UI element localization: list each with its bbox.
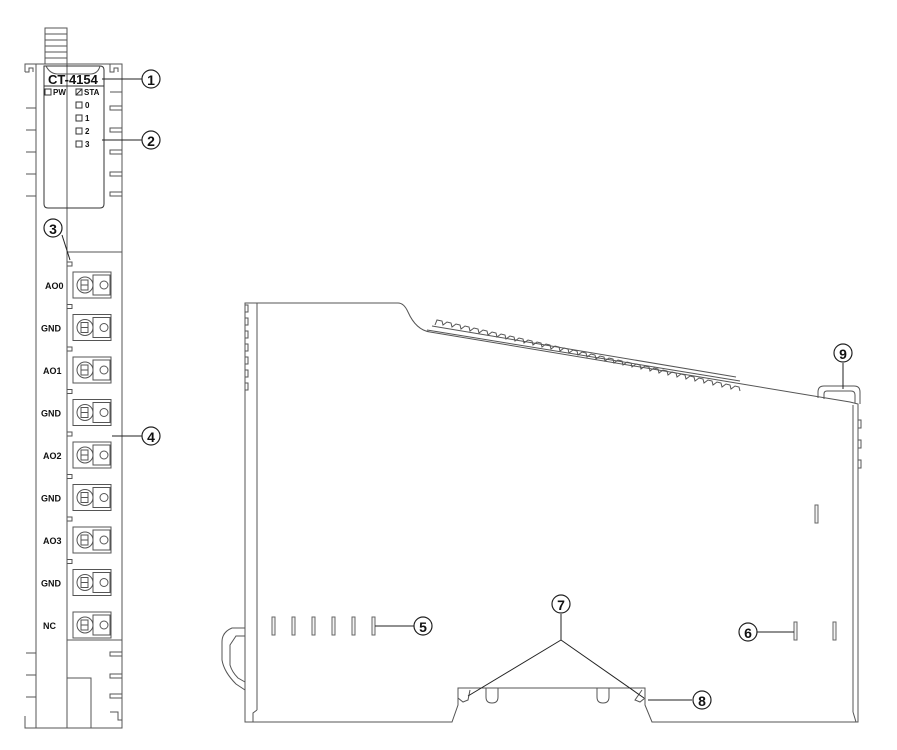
terminal-ao2[interactable]: AO2 bbox=[43, 431, 112, 469]
release-handle[interactable] bbox=[817, 385, 861, 404]
svg-text:8: 8 bbox=[698, 693, 706, 709]
terminal-ao1[interactable]: AO1 bbox=[43, 346, 112, 384]
led-3-indicator bbox=[75, 140, 83, 148]
svg-text:7: 7 bbox=[557, 597, 565, 613]
right-side-contacts bbox=[109, 91, 123, 721]
terminal-gnd-1[interactable]: GND bbox=[41, 389, 112, 426]
cooling-fins bbox=[426, 319, 741, 392]
terminal-nc[interactable]: NC bbox=[43, 611, 112, 639]
terminal-ao0[interactable]: AO0 bbox=[45, 261, 112, 299]
svg-text:6: 6 bbox=[744, 625, 752, 641]
callout-7: 7 bbox=[551, 594, 571, 614]
terminal-blocks: AO0 GND AO1 bbox=[41, 261, 112, 639]
terminal-ao3[interactable]: AO3 bbox=[43, 516, 112, 554]
terminal-label: AO3 bbox=[43, 536, 62, 546]
led-label-sta: STA bbox=[84, 88, 100, 97]
led-label-3: 3 bbox=[85, 140, 90, 149]
led-pw-indicator bbox=[44, 88, 52, 96]
left-side-pins bbox=[24, 107, 36, 729]
svg-text:2: 2 bbox=[147, 133, 155, 149]
led-label-0: 0 bbox=[85, 101, 90, 110]
svg-text:3: 3 bbox=[49, 221, 57, 237]
callout-4: 4 bbox=[141, 426, 161, 446]
side-housing bbox=[244, 302, 859, 723]
callout-5: 5 bbox=[413, 616, 433, 636]
led-sta-indicator bbox=[75, 88, 83, 96]
callout-1: 1 bbox=[141, 69, 161, 89]
callout-9: 9 bbox=[833, 343, 853, 363]
svg-text:5: 5 bbox=[419, 619, 427, 635]
terminal-label: AO1 bbox=[43, 366, 62, 376]
led-1-indicator bbox=[75, 114, 83, 122]
callout-6: 6 bbox=[738, 622, 758, 642]
callout-3: 3 bbox=[43, 218, 63, 238]
callout-2: 2 bbox=[141, 130, 161, 150]
svg-text:1: 1 bbox=[147, 72, 155, 88]
callout-8: 8 bbox=[692, 690, 712, 710]
terminal-gnd-0[interactable]: GND bbox=[41, 304, 112, 341]
led-label-1: 1 bbox=[85, 114, 90, 123]
svg-text:4: 4 bbox=[147, 429, 155, 445]
din-clip[interactable] bbox=[221, 627, 246, 691]
terminal-gnd-2[interactable]: GND bbox=[41, 474, 112, 511]
led-label-pw: PW bbox=[53, 88, 66, 97]
bus-contact-slots bbox=[271, 616, 376, 636]
power-contact-slots bbox=[793, 504, 837, 641]
terminal-label: GND bbox=[41, 324, 62, 334]
svg-text:9: 9 bbox=[839, 346, 847, 362]
terminal-gnd-3[interactable]: GND bbox=[41, 559, 112, 596]
terminal-label: GND bbox=[41, 494, 62, 504]
led-panel: CT-4154 PW STA 0 1 2 3 bbox=[43, 65, 105, 209]
side-view bbox=[221, 302, 862, 723]
model-label: CT-4154 bbox=[48, 72, 99, 87]
led-0-indicator bbox=[75, 101, 83, 109]
led-label-2: 2 bbox=[85, 127, 90, 136]
terminal-label: AO2 bbox=[43, 451, 62, 461]
terminal-label: GND bbox=[41, 409, 62, 419]
front-view: CT-4154 PW STA 0 1 2 3 bbox=[24, 27, 142, 729]
led-2-indicator bbox=[75, 127, 83, 135]
top-connector bbox=[44, 27, 68, 65]
terminal-label: AO0 bbox=[45, 281, 64, 291]
terminal-label: NC bbox=[43, 621, 56, 631]
terminal-label: GND bbox=[41, 579, 62, 589]
